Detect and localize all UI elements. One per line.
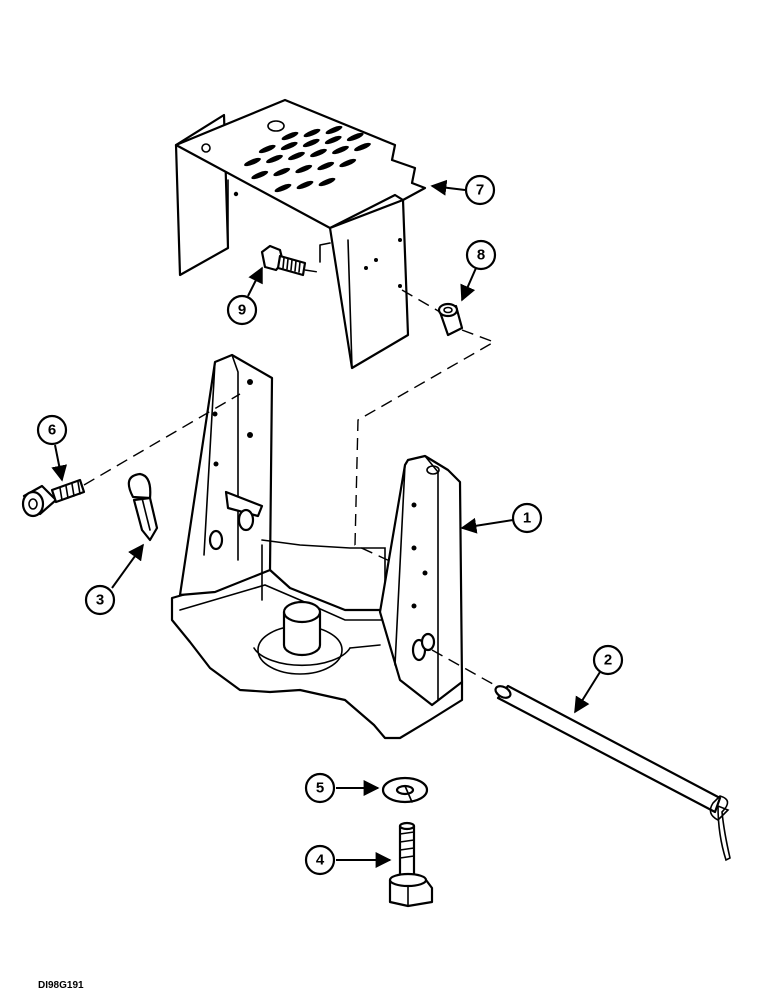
vent-slot xyxy=(303,128,321,138)
callout-8-label: 8 xyxy=(477,247,485,264)
vent-slots xyxy=(244,125,371,193)
callout-2-label: 2 xyxy=(604,652,612,669)
callout-8: 8 xyxy=(465,239,497,271)
vent-slot xyxy=(274,183,292,193)
vent-slot xyxy=(295,164,313,174)
vent-slot xyxy=(325,125,343,135)
leader-8 xyxy=(460,267,477,302)
vent-slot xyxy=(280,141,298,151)
vent-slot xyxy=(296,180,314,190)
hex-bolt-part-9 xyxy=(260,244,319,277)
vent-slot xyxy=(332,145,349,155)
leader-lines xyxy=(51,179,601,868)
vent-slot xyxy=(266,154,283,164)
callout-4: 4 xyxy=(304,844,336,876)
vent-slot xyxy=(310,148,327,158)
vent-slot xyxy=(251,170,269,180)
callout-3: 3 xyxy=(84,584,116,616)
vent-slot xyxy=(244,157,261,167)
leader-6 xyxy=(51,444,68,482)
drawing-code: DI98G191 xyxy=(38,980,84,991)
vent-slot xyxy=(346,132,364,142)
vent-slot xyxy=(317,161,335,171)
callout-7-label: 7 xyxy=(476,182,484,199)
spacer-bushing-part-8 xyxy=(354,289,496,569)
callout-9: 9 xyxy=(226,294,258,326)
vent-slot xyxy=(273,167,291,177)
callout-6-label: 6 xyxy=(48,422,56,439)
vent-slot xyxy=(354,142,371,152)
vent-slot xyxy=(288,151,305,161)
leader-7 xyxy=(430,179,466,196)
cap-screw-part-6 xyxy=(21,393,241,518)
leader-3 xyxy=(111,543,144,589)
base-bracket-part-1 xyxy=(170,353,464,740)
split-washer-part-5 xyxy=(381,776,429,804)
callout-7: 7 xyxy=(464,174,496,206)
cover-shield-part xyxy=(174,98,427,370)
leader-9 xyxy=(247,266,263,297)
clip-pin-part-3 xyxy=(127,472,159,542)
leader-1 xyxy=(460,517,514,534)
callout-1-label: 1 xyxy=(523,510,531,527)
vent-slot xyxy=(281,131,299,141)
hex-bolt-part-4 xyxy=(388,821,434,908)
vent-slot xyxy=(302,138,320,148)
callout-5: 5 xyxy=(304,772,336,804)
leader-2 xyxy=(574,671,601,714)
callout-5-label: 5 xyxy=(316,780,324,797)
long-pin-part-2 xyxy=(431,649,731,862)
vent-slot xyxy=(339,158,357,168)
callout-6: 6 xyxy=(36,414,68,446)
callout-3-label: 3 xyxy=(96,592,104,609)
callout-1: 1 xyxy=(511,502,543,534)
callout-9-label: 9 xyxy=(238,302,246,319)
callout-2: 2 xyxy=(592,644,624,676)
vent-slot xyxy=(324,135,342,145)
vent-slot xyxy=(318,177,336,187)
callout-4-label: 4 xyxy=(316,852,325,869)
vent-slot xyxy=(258,144,276,154)
